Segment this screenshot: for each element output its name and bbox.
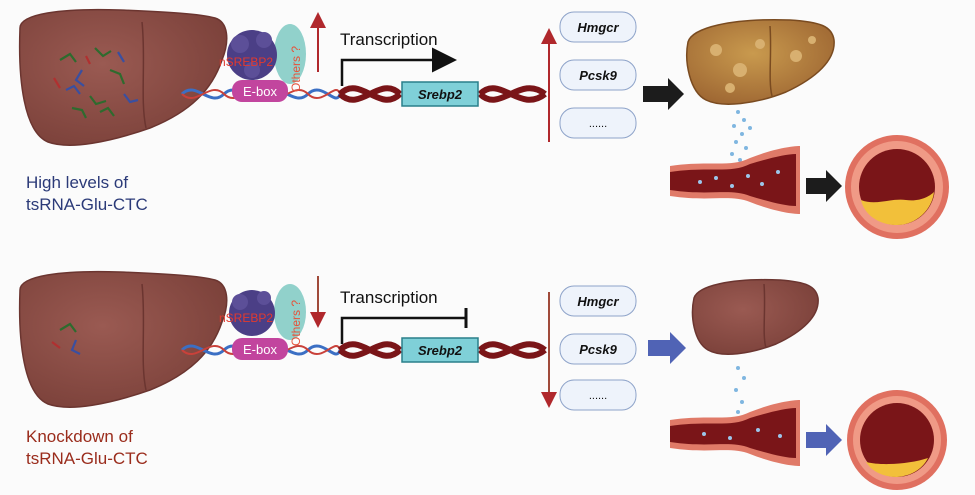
srebp2-label: Srebp2 (418, 87, 463, 102)
target-hmgcr: Hmgcr (577, 294, 619, 309)
target-more: ...... (589, 118, 607, 130)
ebox-label: E-box (243, 84, 277, 99)
tsrna-molecules-low (51, 322, 81, 355)
blood-vessel-bottom (670, 400, 800, 466)
target-hmgcr: Hmgcr (577, 20, 619, 35)
srebp2-gene-bottom: Srebp2 (401, 337, 479, 363)
fatty-liver (686, 18, 835, 105)
caption-high-levels: High levels of tsRNA-Glu-CTC (26, 172, 148, 216)
blood-vessel-top (670, 146, 800, 214)
nsrebp2-label: nSREBP2 (219, 311, 273, 325)
caption-line1: Knockdown of (26, 427, 133, 446)
target-list-bottom: Hmgcr Pcsk9 ...... (559, 285, 637, 411)
caption-line2: tsRNA-Glu-CTC (26, 449, 148, 468)
srebp2-complex-top (227, 24, 306, 84)
srebp2-complex-bottom (229, 284, 306, 340)
arrow-to-artery-bottom (806, 424, 842, 456)
caption-line2: tsRNA-Glu-CTC (26, 195, 148, 214)
arrow-to-fatty-liver (643, 78, 684, 110)
srebp2-gene-top: Srebp2 (401, 81, 479, 107)
transcription-blocked-top (340, 316, 466, 344)
others-label: Others ? (289, 300, 303, 346)
arrow-to-normal-liver (648, 332, 686, 364)
ebox-label: E-box (243, 342, 277, 357)
transcription-label-bottom: Transcription (340, 288, 438, 307)
normal-liver (691, 278, 819, 355)
target-more: ...... (589, 390, 607, 402)
target-list-top: Hmgcr Pcsk9 ...... (559, 11, 637, 139)
tsrna-molecules-high (53, 47, 139, 119)
transcription-label-top: Transcription (340, 30, 438, 49)
ebox-top[interactable]: E-box (232, 80, 288, 102)
lipid-droplets-bottom (734, 366, 746, 414)
target-pcsk9: Pcsk9 (579, 342, 617, 357)
lipid-droplets-top (730, 110, 752, 162)
nsrebp2-label: nSREBP2 (219, 55, 273, 69)
ebox-bottom: E-box (232, 338, 288, 360)
others-label: Others ? (289, 46, 303, 92)
caption-knockdown: Knockdown of tsRNA-Glu-CTC (26, 426, 148, 470)
artery-cross-section-top (845, 135, 949, 239)
liver-knockdown (18, 270, 228, 408)
artery-cross-section-bottom (847, 390, 947, 490)
liver-high-tsrna (18, 8, 228, 146)
target-pcsk9: Pcsk9 (579, 68, 617, 83)
arrow-to-artery-top (806, 170, 842, 202)
transcription-arrow-top (340, 47, 457, 86)
srebp2-label: Srebp2 (418, 343, 463, 358)
caption-line1: High levels of (26, 173, 129, 192)
